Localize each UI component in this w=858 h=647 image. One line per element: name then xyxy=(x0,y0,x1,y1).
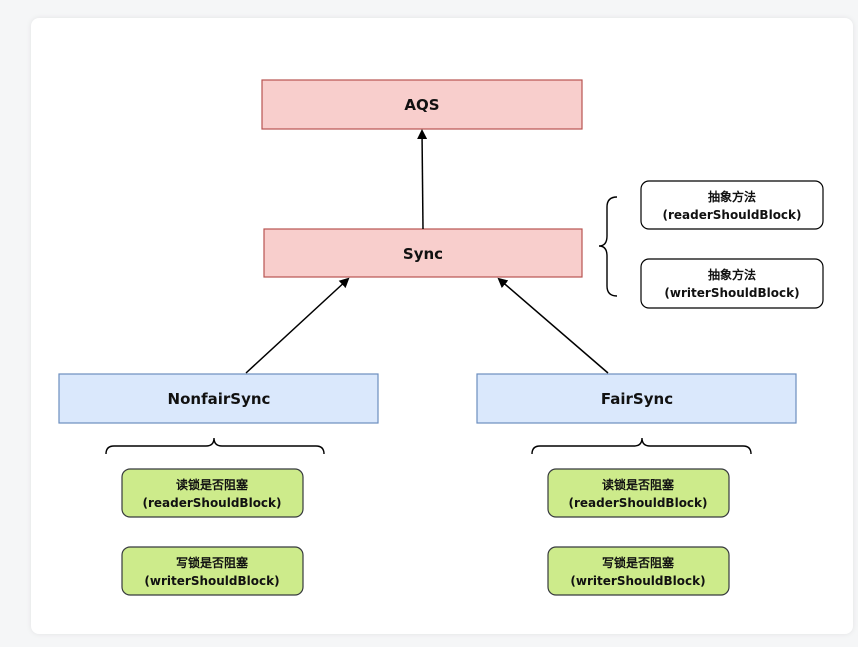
fair-method-reader-title: 读锁是否阻塞 xyxy=(602,477,675,492)
arrow-nonfair-to-sync xyxy=(245,277,350,374)
sync-label: Sync xyxy=(403,245,443,263)
sync-method-writer-title: 抽象方法 xyxy=(708,267,756,282)
nonfair-method-reader-title: 读锁是否阻塞 xyxy=(176,477,249,492)
nonfair-method-writer-title: 写锁是否阻塞 xyxy=(176,555,249,570)
sync-methods-brace xyxy=(598,196,618,297)
nonfair-methods-brace xyxy=(105,437,325,455)
nonfair-sync-node: NonfairSync xyxy=(58,373,379,424)
sync-method-reader-title: 抽象方法 xyxy=(708,189,756,204)
sync-method-writer-box: 抽象方法 (writerShouldBlock) xyxy=(640,258,824,309)
fair-sync-label: FairSync xyxy=(601,390,673,408)
arrow-fair-to-sync xyxy=(497,277,609,374)
sync-node: Sync xyxy=(263,228,583,278)
fair-method-writer-name: (writerShouldBlock) xyxy=(570,574,705,588)
fair-method-writer-title: 写锁是否阻塞 xyxy=(602,555,675,570)
fair-sync-node: FairSync xyxy=(476,373,797,424)
sync-method-reader-box: 抽象方法 (readerShouldBlock) xyxy=(640,180,824,230)
fair-methods-brace xyxy=(531,437,752,455)
nonfair-method-writer-box: 写锁是否阻塞 (writerShouldBlock) xyxy=(121,546,304,596)
nonfair-method-writer-name: (writerShouldBlock) xyxy=(144,574,279,588)
aqs-node: AQS xyxy=(261,79,583,130)
aqs-label: AQS xyxy=(404,96,439,114)
nonfair-method-reader-box: 读锁是否阻塞 (readerShouldBlock) xyxy=(121,468,304,518)
fair-method-writer-box: 写锁是否阻塞 (writerShouldBlock) xyxy=(547,546,730,596)
fair-method-reader-box: 读锁是否阻塞 (readerShouldBlock) xyxy=(547,468,730,518)
sync-method-writer-name: (writerShouldBlock) xyxy=(664,286,799,300)
nonfair-method-reader-name: (readerShouldBlock) xyxy=(142,496,281,510)
fair-method-reader-name: (readerShouldBlock) xyxy=(568,496,707,510)
arrow-sync-to-aqs xyxy=(417,129,428,230)
sync-method-reader-name: (readerShouldBlock) xyxy=(662,208,801,222)
nonfair-sync-label: NonfairSync xyxy=(168,390,271,408)
